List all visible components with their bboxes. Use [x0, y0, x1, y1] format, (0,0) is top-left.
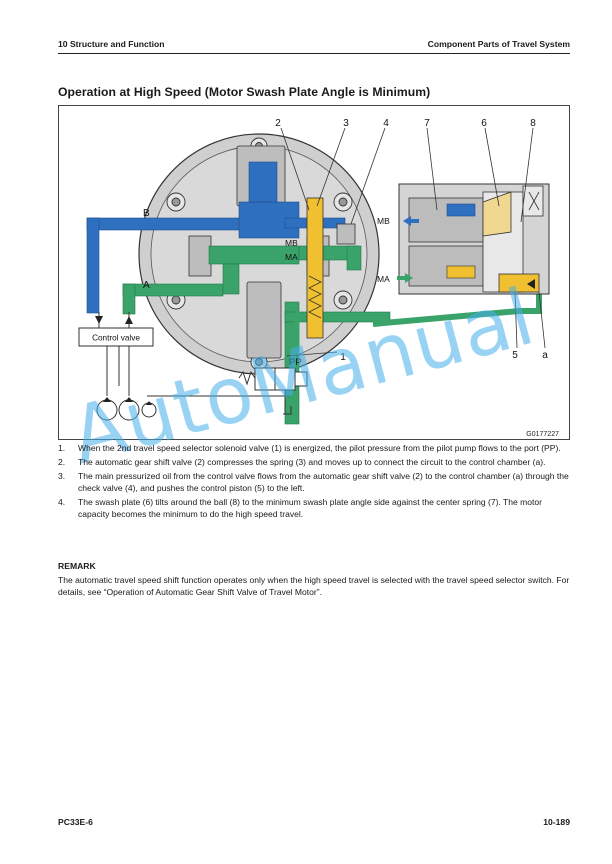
- step-number: 3.: [58, 471, 66, 482]
- leader-lines: [280, 127, 546, 357]
- check-valve-4: [336, 223, 356, 245]
- label-b: B: [143, 208, 150, 219]
- spring-3: [308, 275, 322, 319]
- label-a: A: [143, 280, 150, 291]
- piston-arrow: [527, 279, 535, 289]
- callout-8: 8: [530, 118, 536, 129]
- ma-channel: [446, 265, 476, 279]
- callout-1: 1: [340, 352, 346, 363]
- control-chamber-line: [372, 286, 542, 327]
- label-ma-outer: MA: [377, 274, 390, 284]
- steps-list: 1. When the 2nd travel speed selector so…: [58, 443, 570, 523]
- label-ma-inner: MA: [285, 252, 298, 262]
- label-mb-outer: MB: [377, 216, 390, 226]
- page-header: 10 Structure and Function Component Part…: [58, 37, 570, 54]
- callout-6: 6: [481, 118, 487, 129]
- section-title: Operation at High Speed (Motor Swash Pla…: [58, 85, 431, 99]
- header-section: Component Parts of Travel System: [427, 39, 570, 49]
- step-text: When the 2nd travel speed selector solen…: [78, 443, 561, 453]
- label-pp: PP: [289, 357, 302, 368]
- control-valve-box: [78, 327, 154, 347]
- callout-labels: 2 3 4 7 6 8 B A 1 5 a: [143, 118, 548, 363]
- control-piston-5: [498, 273, 540, 293]
- motor-section: [398, 183, 550, 295]
- list-item: 1. When the 2nd travel speed selector so…: [58, 443, 570, 455]
- step-text: The main pressurized oil from the contro…: [78, 471, 569, 493]
- callout-3: 3: [343, 118, 349, 129]
- step-number: 1.: [58, 443, 66, 453]
- step-text: The swash plate (6) tilts around the bal…: [78, 497, 542, 519]
- mb-channel: [446, 203, 476, 217]
- flow-arrows: [95, 316, 133, 324]
- list-item: 4. The swash plate (6) tilts around the …: [58, 497, 570, 520]
- port-labels: MB MA MB MA PP: [285, 216, 390, 368]
- ma-arrow: [397, 273, 413, 283]
- callout-7: 7: [424, 118, 430, 129]
- pumps: [96, 399, 157, 421]
- callout-a: a: [542, 350, 548, 361]
- remark-heading: REMARK: [58, 561, 96, 571]
- pump-arrows: [103, 397, 152, 405]
- solenoid-valve-1: [238, 367, 308, 415]
- callout-5: 5: [512, 350, 518, 361]
- page-number: 10-189: [543, 817, 570, 827]
- diagram-svg: Control valve: [78, 118, 559, 438]
- callout-4: 4: [383, 118, 389, 129]
- gear-shift-valve: [306, 197, 324, 339]
- step-number: 4.: [58, 497, 66, 508]
- hydraulic-diagram: Control valve: [58, 105, 570, 440]
- model-number: PC33E-6: [58, 817, 93, 827]
- swash-plate-6: [482, 191, 512, 237]
- step-number: 2.: [58, 457, 66, 468]
- label-mb-inner: MB: [285, 238, 298, 248]
- figure-code: G0177227: [526, 431, 559, 438]
- step-text: The automatic gear shift valve (2) compr…: [78, 457, 546, 468]
- header-chapter: 10 Structure and Function: [58, 39, 165, 49]
- list-item: 2. The automatic gear shift valve (2) co…: [58, 457, 570, 469]
- control-valve-label: Control valve: [92, 334, 140, 343]
- callout-2: 2: [275, 118, 281, 129]
- list-item: 3. The main pressurized oil from the con…: [58, 471, 570, 494]
- mb-arrow: [403, 216, 419, 226]
- remark-text: The automatic travel speed shift functio…: [58, 575, 570, 597]
